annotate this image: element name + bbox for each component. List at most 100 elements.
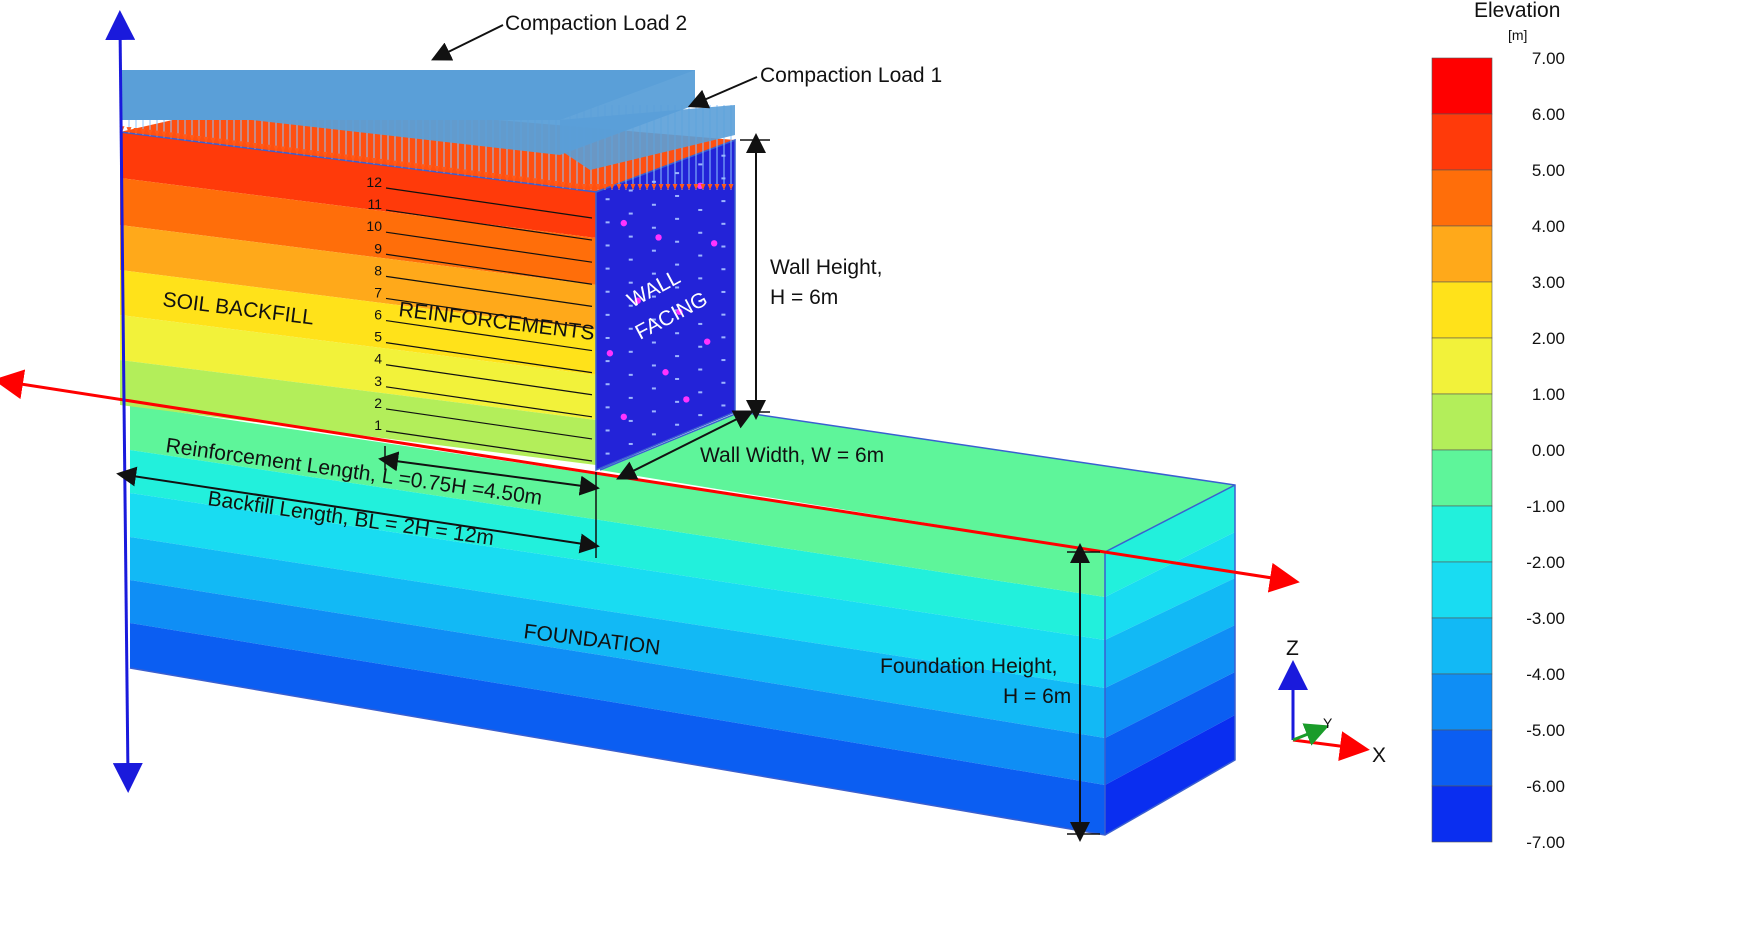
load-arrow-tip [315, 150, 321, 157]
load-arrow-tip [560, 181, 566, 188]
load-arrow-tip [217, 138, 223, 145]
legend-band [1431, 729, 1493, 787]
legend-tick-label: 7.00 [1532, 49, 1565, 68]
reinforcement-line [385, 275, 593, 307]
load-arrow-tip [532, 178, 538, 185]
legend-band [1431, 505, 1493, 563]
legend-tick-label: 4.00 [1532, 217, 1565, 236]
load-arrow-tip [224, 139, 230, 146]
load-arrow-tip [427, 165, 433, 172]
load-arrow-tip [679, 184, 685, 190]
load-arrow-tip [378, 158, 384, 165]
load-arrow-tip [693, 184, 699, 190]
legend-tick-label: -2.00 [1526, 553, 1565, 572]
load-arrow-tip [525, 177, 531, 184]
load-arrow-tip [168, 132, 174, 139]
load-arrow-tip [539, 179, 545, 186]
facing-grid-mark [698, 208, 703, 211]
facing-grid-mark [675, 400, 680, 403]
facing-grid-mark [675, 423, 680, 426]
foundation-height-label: Foundation Height, [880, 655, 1057, 678]
facing-grid-mark [721, 290, 726, 293]
vertical-axis-line [105, 10, 143, 793]
facing-grid-mark [651, 295, 656, 298]
facing-grid-mark [698, 414, 703, 417]
legend-tick-labels: 7.006.005.004.003.002.001.000.00-1.00-2.… [1526, 49, 1565, 852]
legend-band [1431, 169, 1493, 227]
facing-grid-mark [605, 244, 610, 247]
load-arrow-tip [504, 174, 510, 181]
load-arrow-tip [371, 158, 377, 165]
axis-z-label: Z [1286, 637, 1299, 660]
load-arrow-tip [567, 182, 573, 189]
load-arrow-tip [616, 184, 622, 190]
facing-grid-mark [721, 154, 726, 157]
facing-grid-mark [651, 272, 656, 275]
facing-marker [634, 297, 641, 304]
legend-tick-label: -1.00 [1526, 497, 1565, 516]
legend-band [1431, 57, 1493, 115]
legend-band [1431, 337, 1493, 395]
facing-grid-mark [651, 203, 656, 206]
wall-width-dimension [616, 410, 754, 480]
reinforcement-layer-number: 9 [374, 240, 382, 256]
facing-grid-mark [605, 198, 610, 201]
legend-band [1431, 449, 1493, 507]
load-arrow-tip [546, 180, 552, 187]
load-arrow-tip [357, 156, 363, 163]
load-arrow-tip [476, 171, 482, 178]
load-arrow-tip [259, 143, 265, 150]
load-arrow-tip [630, 184, 636, 190]
facing-grid-mark [721, 200, 726, 203]
facing-grid-mark [605, 406, 610, 409]
facing-grid-mark [721, 245, 726, 248]
load-arrow-tip [637, 184, 643, 190]
facing-grid-mark [651, 318, 656, 321]
facing-grid-mark [698, 277, 703, 280]
facing-grid-mark [605, 383, 610, 386]
wall-height-value: H = 6m [770, 286, 838, 309]
facing-marker [710, 240, 718, 247]
facing-grid-mark [651, 410, 656, 413]
facing-grid-mark [721, 177, 726, 180]
facing-grid-mark [698, 368, 703, 371]
facing-grid-mark [675, 355, 680, 358]
facing-grid-mark [721, 381, 726, 384]
load-arrow-tip [413, 163, 419, 170]
reinforcement-layer-number: 5 [374, 329, 382, 345]
wall-width-label: Wall Width, W = 6m [700, 444, 884, 467]
load-arrow-tip [196, 135, 202, 142]
facing-grid-mark [651, 387, 656, 390]
load-arrow-tip [385, 159, 391, 166]
load-arrow-tip [644, 184, 650, 190]
facing-grid-mark [605, 221, 610, 224]
load-arrow-tip [455, 168, 461, 175]
compaction-loads [119, 70, 735, 190]
load-arrow-tip [700, 184, 706, 190]
legend-band [1431, 561, 1493, 619]
facing-grid-mark [628, 396, 633, 399]
load-arrow-tip [448, 167, 454, 174]
legend-band [1431, 393, 1493, 451]
backfill-length-dimension [116, 466, 600, 554]
facing-grid-mark [675, 172, 680, 175]
reinforcement-layer-number: 10 [366, 218, 382, 234]
facing-grid-mark [605, 290, 610, 293]
load-arrow-tip [651, 184, 657, 190]
facing-grid-mark [605, 429, 610, 432]
facing-grid-mark [628, 189, 633, 192]
legend-band [1431, 785, 1493, 843]
load-arrow-tip [329, 152, 335, 159]
facing-grid-mark [628, 212, 633, 215]
facing-grid-mark [651, 433, 656, 436]
facing-grid-mark [721, 336, 726, 339]
facing-grid-mark [721, 313, 726, 316]
legend-color-bands [1431, 57, 1493, 843]
legend-band [1431, 113, 1493, 171]
reinforcement-line [385, 342, 593, 374]
facing-grid-mark [698, 163, 703, 166]
facing-grid-mark [628, 373, 633, 376]
axis-x-label: X [1372, 744, 1386, 767]
load-arrow-tip [462, 169, 468, 176]
